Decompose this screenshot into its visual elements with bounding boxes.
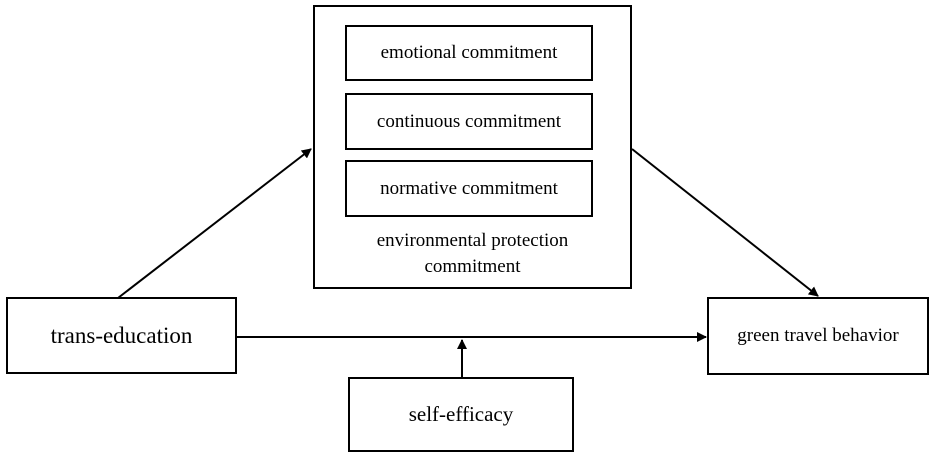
self-efficacy-box: self-efficacy — [348, 377, 574, 452]
arrow-education-to-commitment — [117, 148, 312, 299]
mediator-caption-line2: commitment — [424, 256, 521, 277]
green-travel-behavior-box: green travel behavior — [707, 297, 929, 375]
continuous-commitment-label: continuous commitment — [376, 110, 562, 132]
emotional-commitment-label: emotional commitment — [380, 42, 558, 63]
normative-commitment-box: normative commitment — [345, 160, 593, 217]
normative-commitment-label: normative commitment — [380, 177, 558, 199]
mediator-caption-line1: environmental protection — [376, 230, 569, 251]
trans-education-label: trans-education — [50, 322, 193, 348]
continuous-commitment-box: continuous commitment — [345, 93, 593, 150]
emotional-commitment-box: emotional commitment — [345, 25, 593, 81]
mediator-caption: environmental protection commitment — [318, 228, 627, 280]
trans-education-box: trans-education — [6, 297, 237, 374]
self-efficacy-label: self-efficacy — [408, 402, 514, 426]
green-travel-behavior-label: green travel behavior — [737, 325, 899, 346]
arrow-commitment-to-behavior — [631, 148, 819, 297]
